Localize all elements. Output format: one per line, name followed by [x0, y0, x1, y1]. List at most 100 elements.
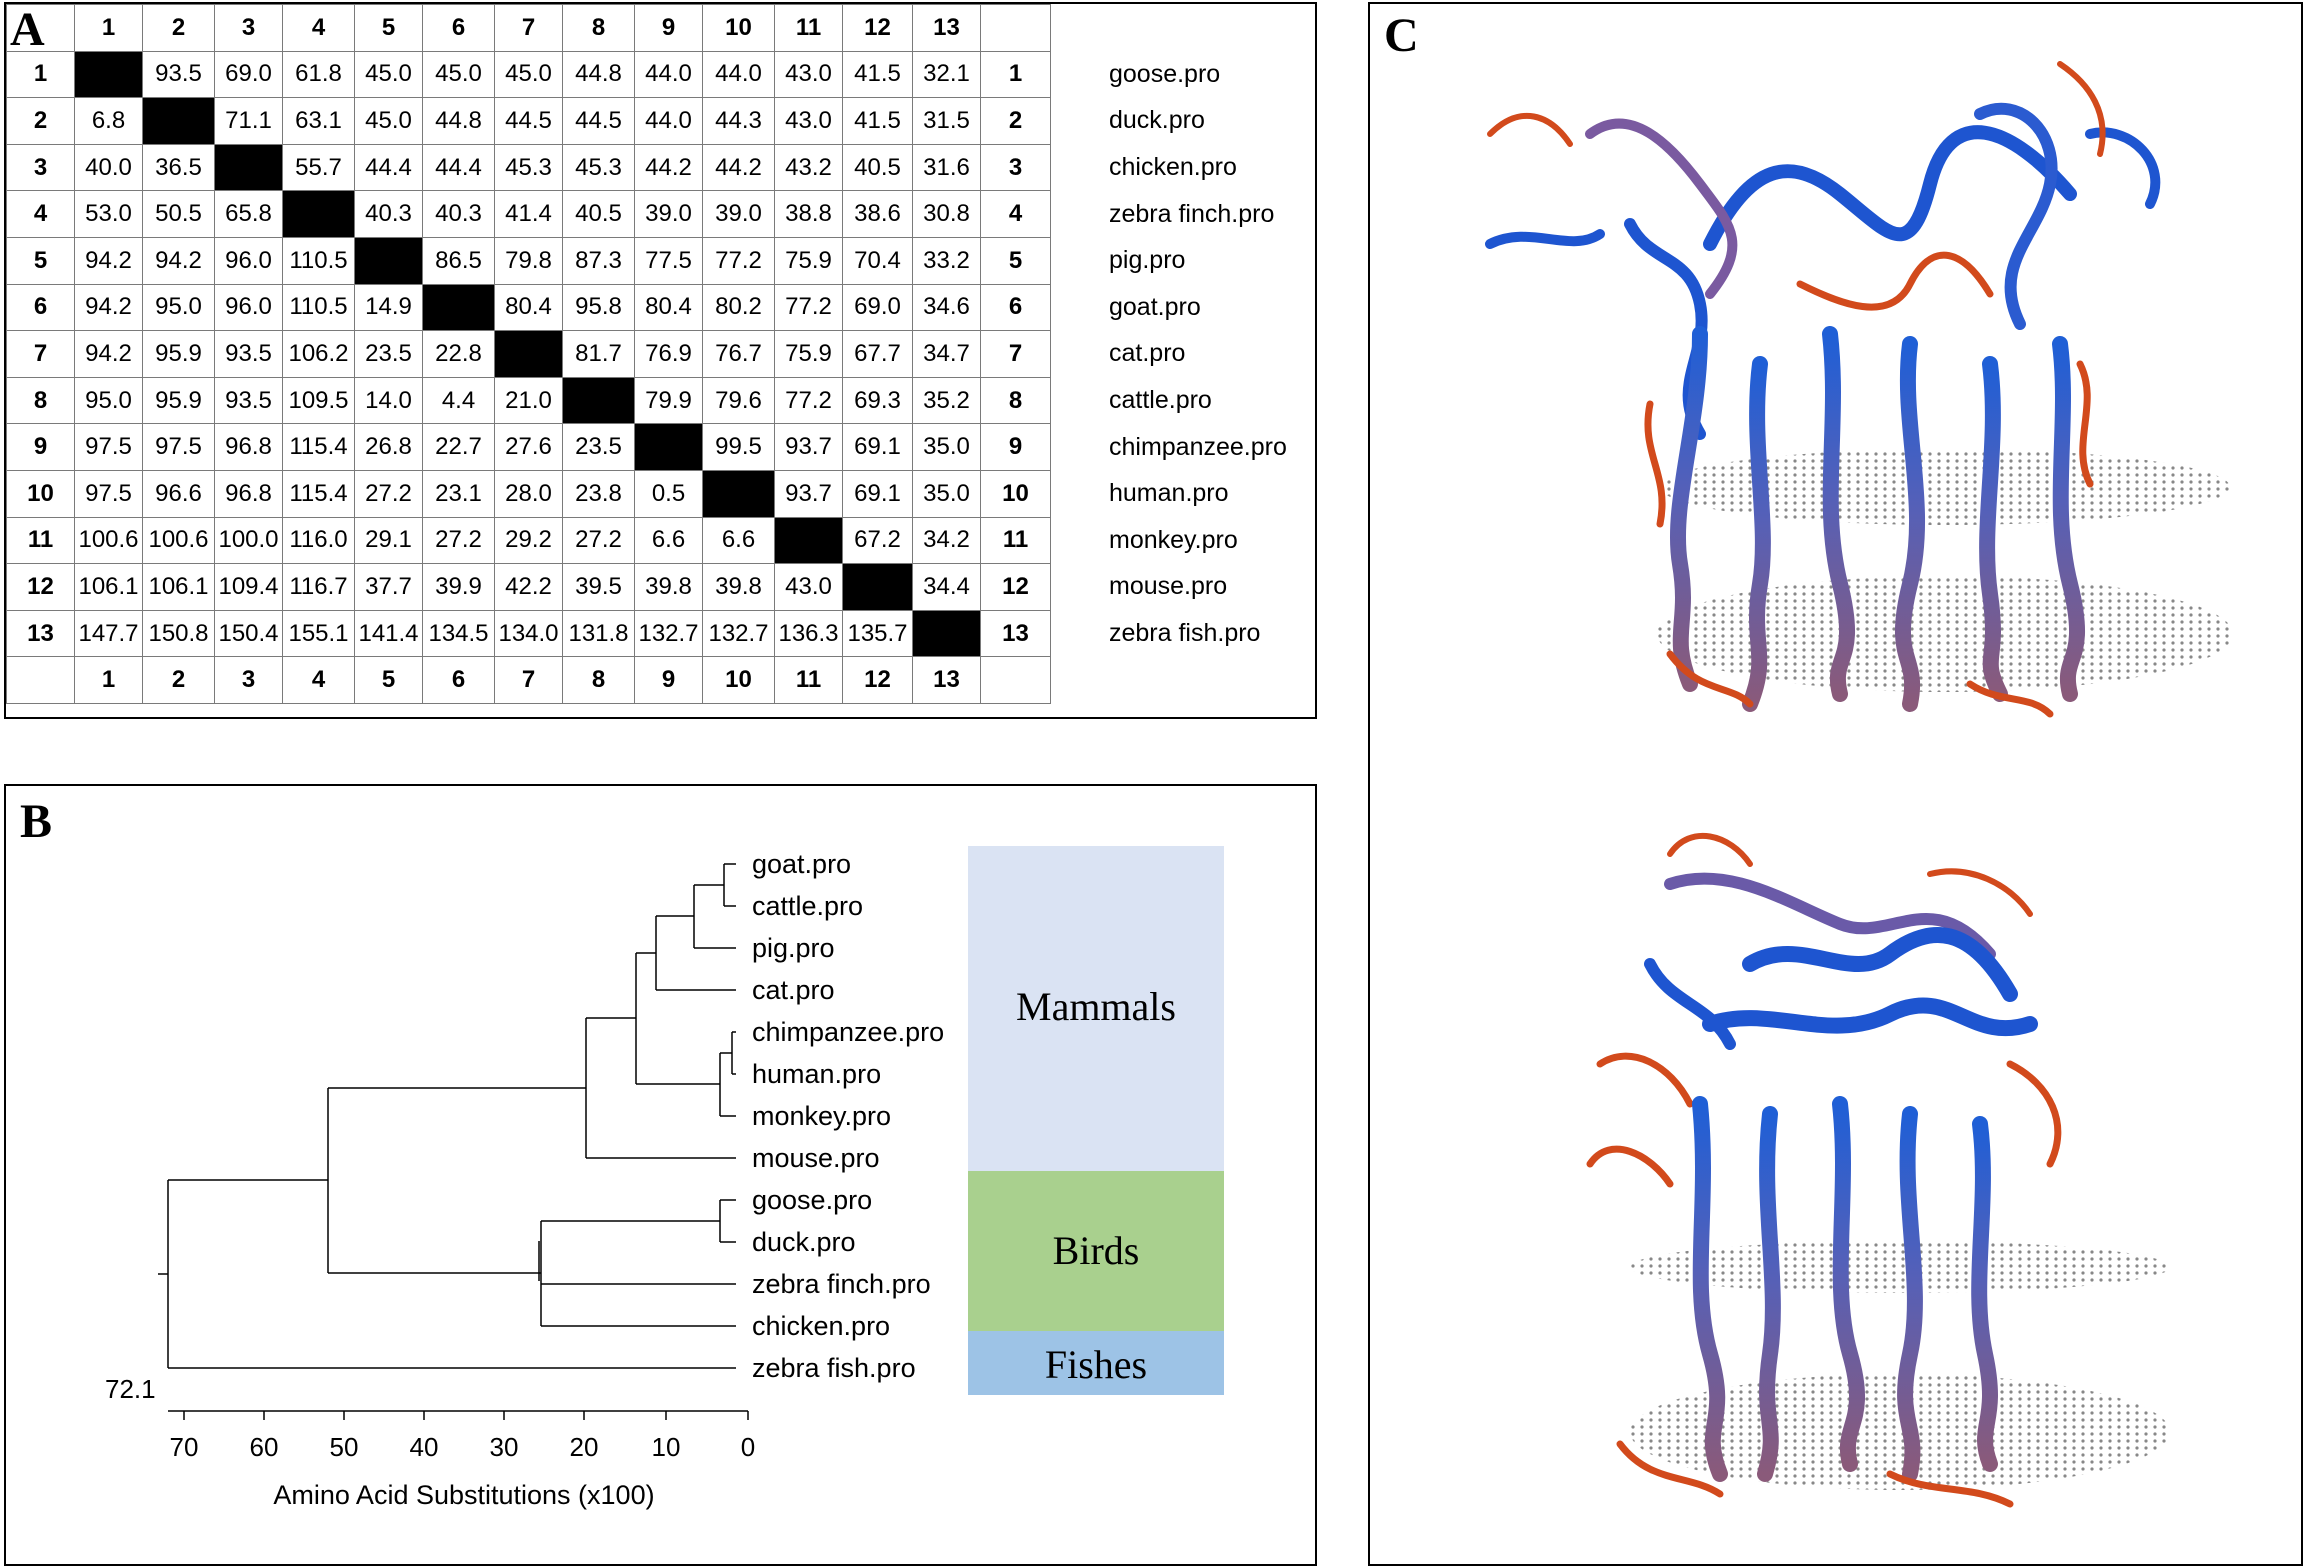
matrix-value-cell: 95.9: [142, 376, 215, 425]
matrix-value-cell: 39.8: [702, 563, 775, 611]
sequence-name: chimpanzee.pro: [1050, 423, 1301, 471]
diagonal-cell: [774, 516, 843, 565]
row-number: 4: [980, 190, 1051, 238]
matrix-corner-cell: [1050, 4, 1301, 52]
matrix-value-cell: 35.0: [912, 423, 981, 471]
column-header: 7: [494, 4, 563, 52]
row-number: 5: [6, 236, 75, 285]
row-number: 9: [980, 423, 1051, 471]
matrix-value-cell: 44.3: [702, 97, 775, 145]
matrix-value-cell: 94.2: [74, 283, 143, 332]
matrix-value-cell: 96.0: [214, 236, 283, 285]
matrix-value-cell: 67.7: [842, 330, 913, 378]
protein-model-bottom: [1586, 833, 2170, 1508]
matrix-value-cell: 45.0: [354, 50, 423, 99]
column-header: 9: [634, 656, 703, 704]
matrix-value-cell: 31.6: [912, 143, 981, 192]
row-number: 7: [6, 330, 75, 378]
matrix-value-cell: 34.2: [912, 516, 981, 565]
column-header: 7: [494, 656, 563, 704]
matrix-value-cell: 97.5: [74, 423, 143, 471]
matrix-value-cell: 37.7: [354, 563, 423, 611]
diagonal-cell: [562, 376, 635, 425]
matrix-value-cell: 75.9: [774, 236, 843, 285]
tree-branches: [158, 863, 748, 1412]
axis-tick-label: 40: [410, 1432, 439, 1462]
matrix-value-cell: 43.2: [774, 143, 843, 192]
matrix-value-cell: 43.0: [774, 563, 843, 611]
matrix-value-cell: 116.7: [282, 563, 355, 611]
matrix-value-cell: 77.5: [634, 236, 703, 285]
diagonal-cell: [142, 97, 215, 145]
diagonal-cell: [842, 563, 913, 611]
matrix-value-cell: 95.0: [142, 283, 215, 332]
diagonal-cell: [422, 283, 495, 332]
root-distance-value: 72.1: [105, 1374, 156, 1404]
matrix-value-cell: 39.9: [422, 563, 495, 611]
matrix-value-cell: 45.3: [494, 143, 563, 192]
matrix-value-cell: 76.9: [634, 330, 703, 378]
matrix-value-cell: 132.7: [702, 609, 775, 658]
matrix-value-cell: 100.0: [214, 516, 283, 565]
phylogenetic-tree-figure: goat.pro cattle.pro pig.pro cat.pro chim…: [105, 846, 1224, 1510]
matrix-value-cell: 77.2: [702, 236, 775, 285]
matrix-value-cell: 27.2: [354, 469, 423, 518]
axis-tick-label: 60: [250, 1432, 279, 1462]
leaf-label: duck.pro: [752, 1227, 856, 1257]
row-number: 7: [980, 330, 1051, 378]
matrix-value-cell: 150.4: [214, 609, 283, 658]
matrix-value-cell: 134.5: [422, 609, 495, 658]
diagonal-cell: [702, 469, 775, 518]
matrix-value-cell: 23.5: [354, 330, 423, 378]
matrix-value-cell: 109.5: [282, 376, 355, 425]
column-header: 10: [702, 4, 775, 52]
matrix-value-cell: 106.2: [282, 330, 355, 378]
matrix-value-cell: 21.0: [494, 376, 563, 425]
matrix-value-cell: 41.5: [842, 97, 913, 145]
matrix-value-cell: 44.0: [702, 50, 775, 99]
matrix-value-cell: 94.2: [74, 330, 143, 378]
matrix-value-cell: 69.3: [842, 376, 913, 425]
matrix-value-cell: 69.0: [842, 283, 913, 332]
matrix-value-cell: 131.8: [562, 609, 635, 658]
matrix-value-cell: 155.1: [282, 609, 355, 658]
group-label-birds: Birds: [1053, 1228, 1140, 1273]
matrix-value-cell: 27.2: [422, 516, 495, 565]
group-label-fishes: Fishes: [1045, 1342, 1147, 1387]
protein-model-top: [1485, 61, 2233, 718]
matrix-value-cell: 141.4: [354, 609, 423, 658]
matrix-value-cell: 44.2: [634, 143, 703, 192]
matrix-value-cell: 44.2: [702, 143, 775, 192]
matrix-value-cell: 31.5: [912, 97, 981, 145]
matrix-value-cell: 22.7: [422, 423, 495, 471]
matrix-value-cell: 27.2: [562, 516, 635, 565]
matrix-value-cell: 38.6: [842, 190, 913, 238]
diagonal-cell: [74, 50, 143, 99]
axis-tick-label: 70: [170, 1432, 199, 1462]
matrix-value-cell: 86.5: [422, 236, 495, 285]
sequence-name: cat.pro: [1050, 330, 1301, 378]
matrix-value-cell: 110.5: [282, 236, 355, 285]
sequence-name: mouse.pro: [1050, 563, 1301, 611]
matrix-value-cell: 96.0: [214, 283, 283, 332]
matrix-corner-cell: [6, 4, 75, 52]
matrix-value-cell: 69.1: [842, 469, 913, 518]
column-header: 8: [562, 656, 635, 704]
matrix-value-cell: 79.9: [634, 376, 703, 425]
column-header: 13: [912, 4, 981, 52]
column-header: 4: [282, 4, 355, 52]
panel-a-letter: A: [10, 3, 45, 56]
row-number: 2: [980, 97, 1051, 145]
matrix-value-cell: 44.8: [562, 50, 635, 99]
axis-tick-label: 10: [652, 1432, 681, 1462]
axis-title: Amino Acid Substitutions (x100): [273, 1480, 654, 1510]
column-header: 8: [562, 4, 635, 52]
matrix-value-cell: 35.0: [912, 469, 981, 518]
leaf-label: cattle.pro: [752, 891, 863, 921]
